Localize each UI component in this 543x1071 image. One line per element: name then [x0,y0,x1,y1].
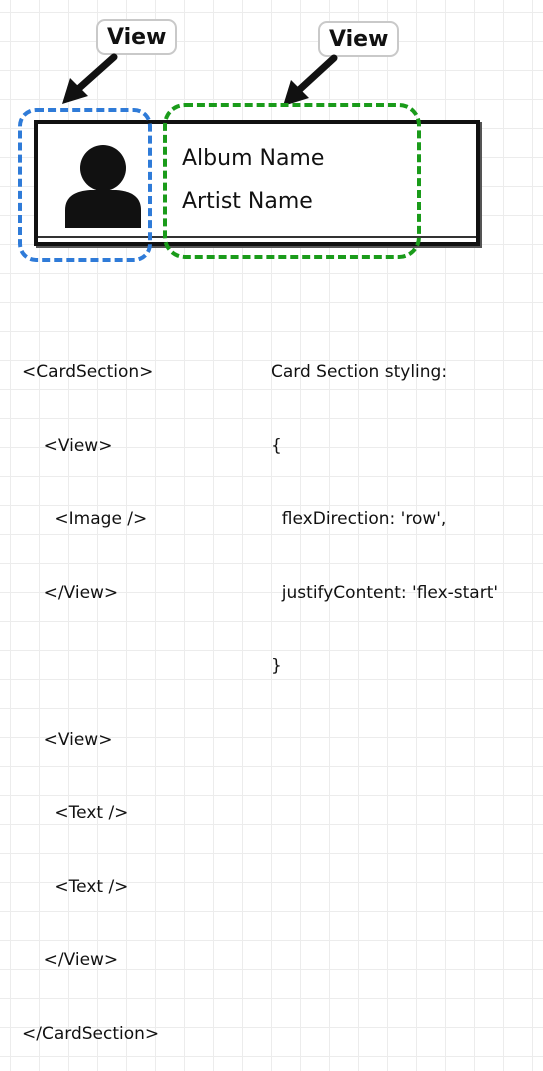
code-line: <Text /> [22,876,129,897]
code-line: justifyContent: 'flex-start' [271,582,499,603]
album-name-text: Album Name [182,146,325,171]
user-avatar-icon [65,145,141,228]
code-line: <Image /> [22,509,148,529]
code-line: </View> [22,582,119,603]
code-line: </CardSection> [22,1023,160,1044]
view-callout-right: View [318,21,400,57]
image-view-outline [18,108,152,262]
text-view-outline [163,103,421,259]
code-line: <Text /> [22,803,129,823]
code-line: Card Section styling: [271,362,448,382]
code-line [22,654,159,679]
callout-arrows [62,53,338,106]
code-line: <CardSection> [22,362,154,382]
code-line: <View> [22,435,113,456]
artist-name-text: Artist Name [182,189,313,214]
code-line: <View> [22,729,113,750]
code-line: flexDirection: 'row', [271,509,447,529]
card-section-styling-code: Card Section styling: { flexDirection: '… [271,311,498,703]
code-line: } [271,656,282,676]
code-line: </View> [22,950,119,970]
arrow-right-icon [283,54,338,106]
arrow-left-icon [62,53,118,104]
view-callout-left: View [96,19,178,55]
card-bottom-edge [38,236,476,238]
jsx-structure-code: <CardSection> <View> <Image /> </View> <… [22,311,159,1071]
code-line: { [271,435,282,456]
